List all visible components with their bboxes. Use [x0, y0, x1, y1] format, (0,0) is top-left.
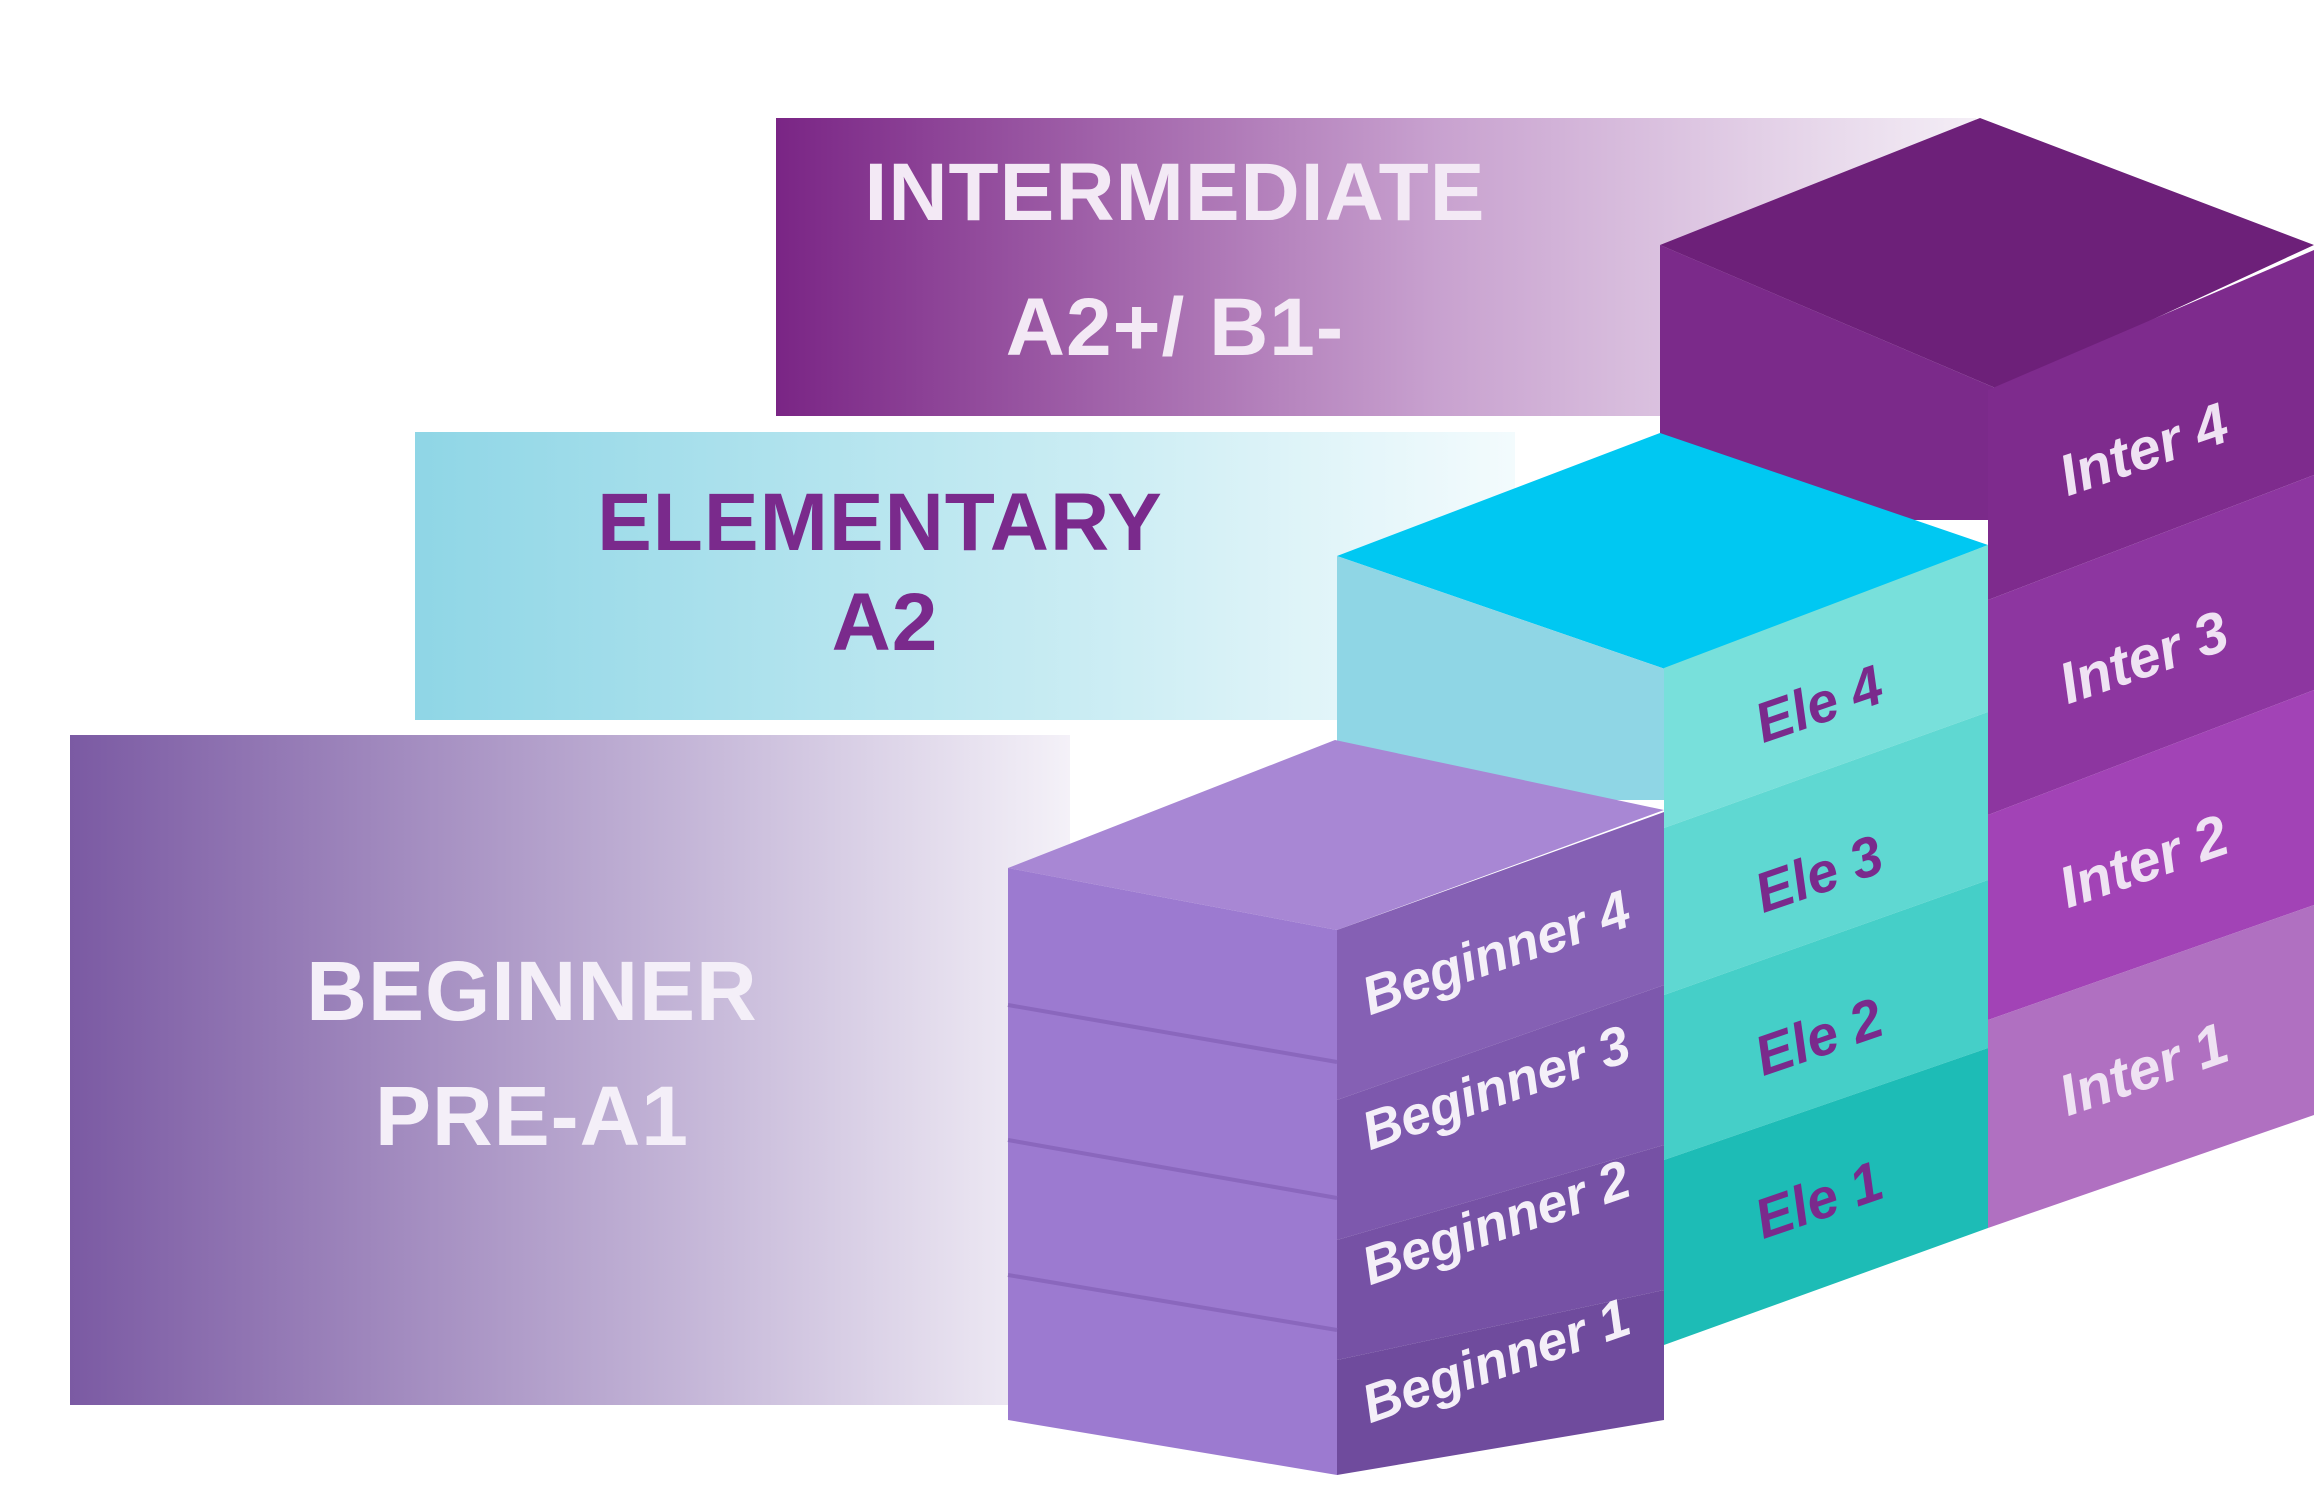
inter-block-3: [1988, 475, 2314, 815]
beg-seam: [1007, 1003, 1338, 1064]
beg-block-1: [1337, 1290, 1664, 1475]
ele-block-3: [1664, 712, 1988, 995]
inter-block-4: [1988, 250, 2314, 600]
elementary-title: ELEMENTARY: [597, 477, 1163, 568]
elementary-banner: [415, 432, 1515, 720]
intermediate-code: A2+/ B1-: [1006, 282, 1344, 373]
inter-column-top: [1660, 118, 2314, 390]
ele-column-left-face: [1337, 556, 1668, 800]
inter-block-2: [1988, 690, 2314, 1020]
beg-seam: [1007, 1138, 1338, 1200]
beg-seam: [1007, 1273, 1338, 1332]
beg-block-3: [1337, 985, 1664, 1240]
ele-block-2: [1664, 880, 1988, 1160]
intermediate-title: INTERMEDIATE: [865, 147, 1486, 238]
beginner-title: BEGINNER: [306, 944, 757, 1038]
inter-column-left-face: [1660, 245, 2000, 520]
beg-front-face: [1008, 868, 1337, 1475]
beg-block-4: [1337, 812, 1664, 1100]
beginner-code: PRE-A1: [375, 1069, 689, 1163]
ele-column-top: [1337, 433, 1988, 670]
beg-column-top: [1008, 740, 1664, 930]
beginner-banner: [70, 735, 1070, 1405]
ele-block-4: [1664, 545, 1988, 828]
inter-block-1: [1988, 905, 2314, 1228]
elementary-code: A2: [832, 577, 939, 668]
beg-block-2: [1337, 1145, 1664, 1360]
ele-block-1: [1664, 1048, 1988, 1345]
